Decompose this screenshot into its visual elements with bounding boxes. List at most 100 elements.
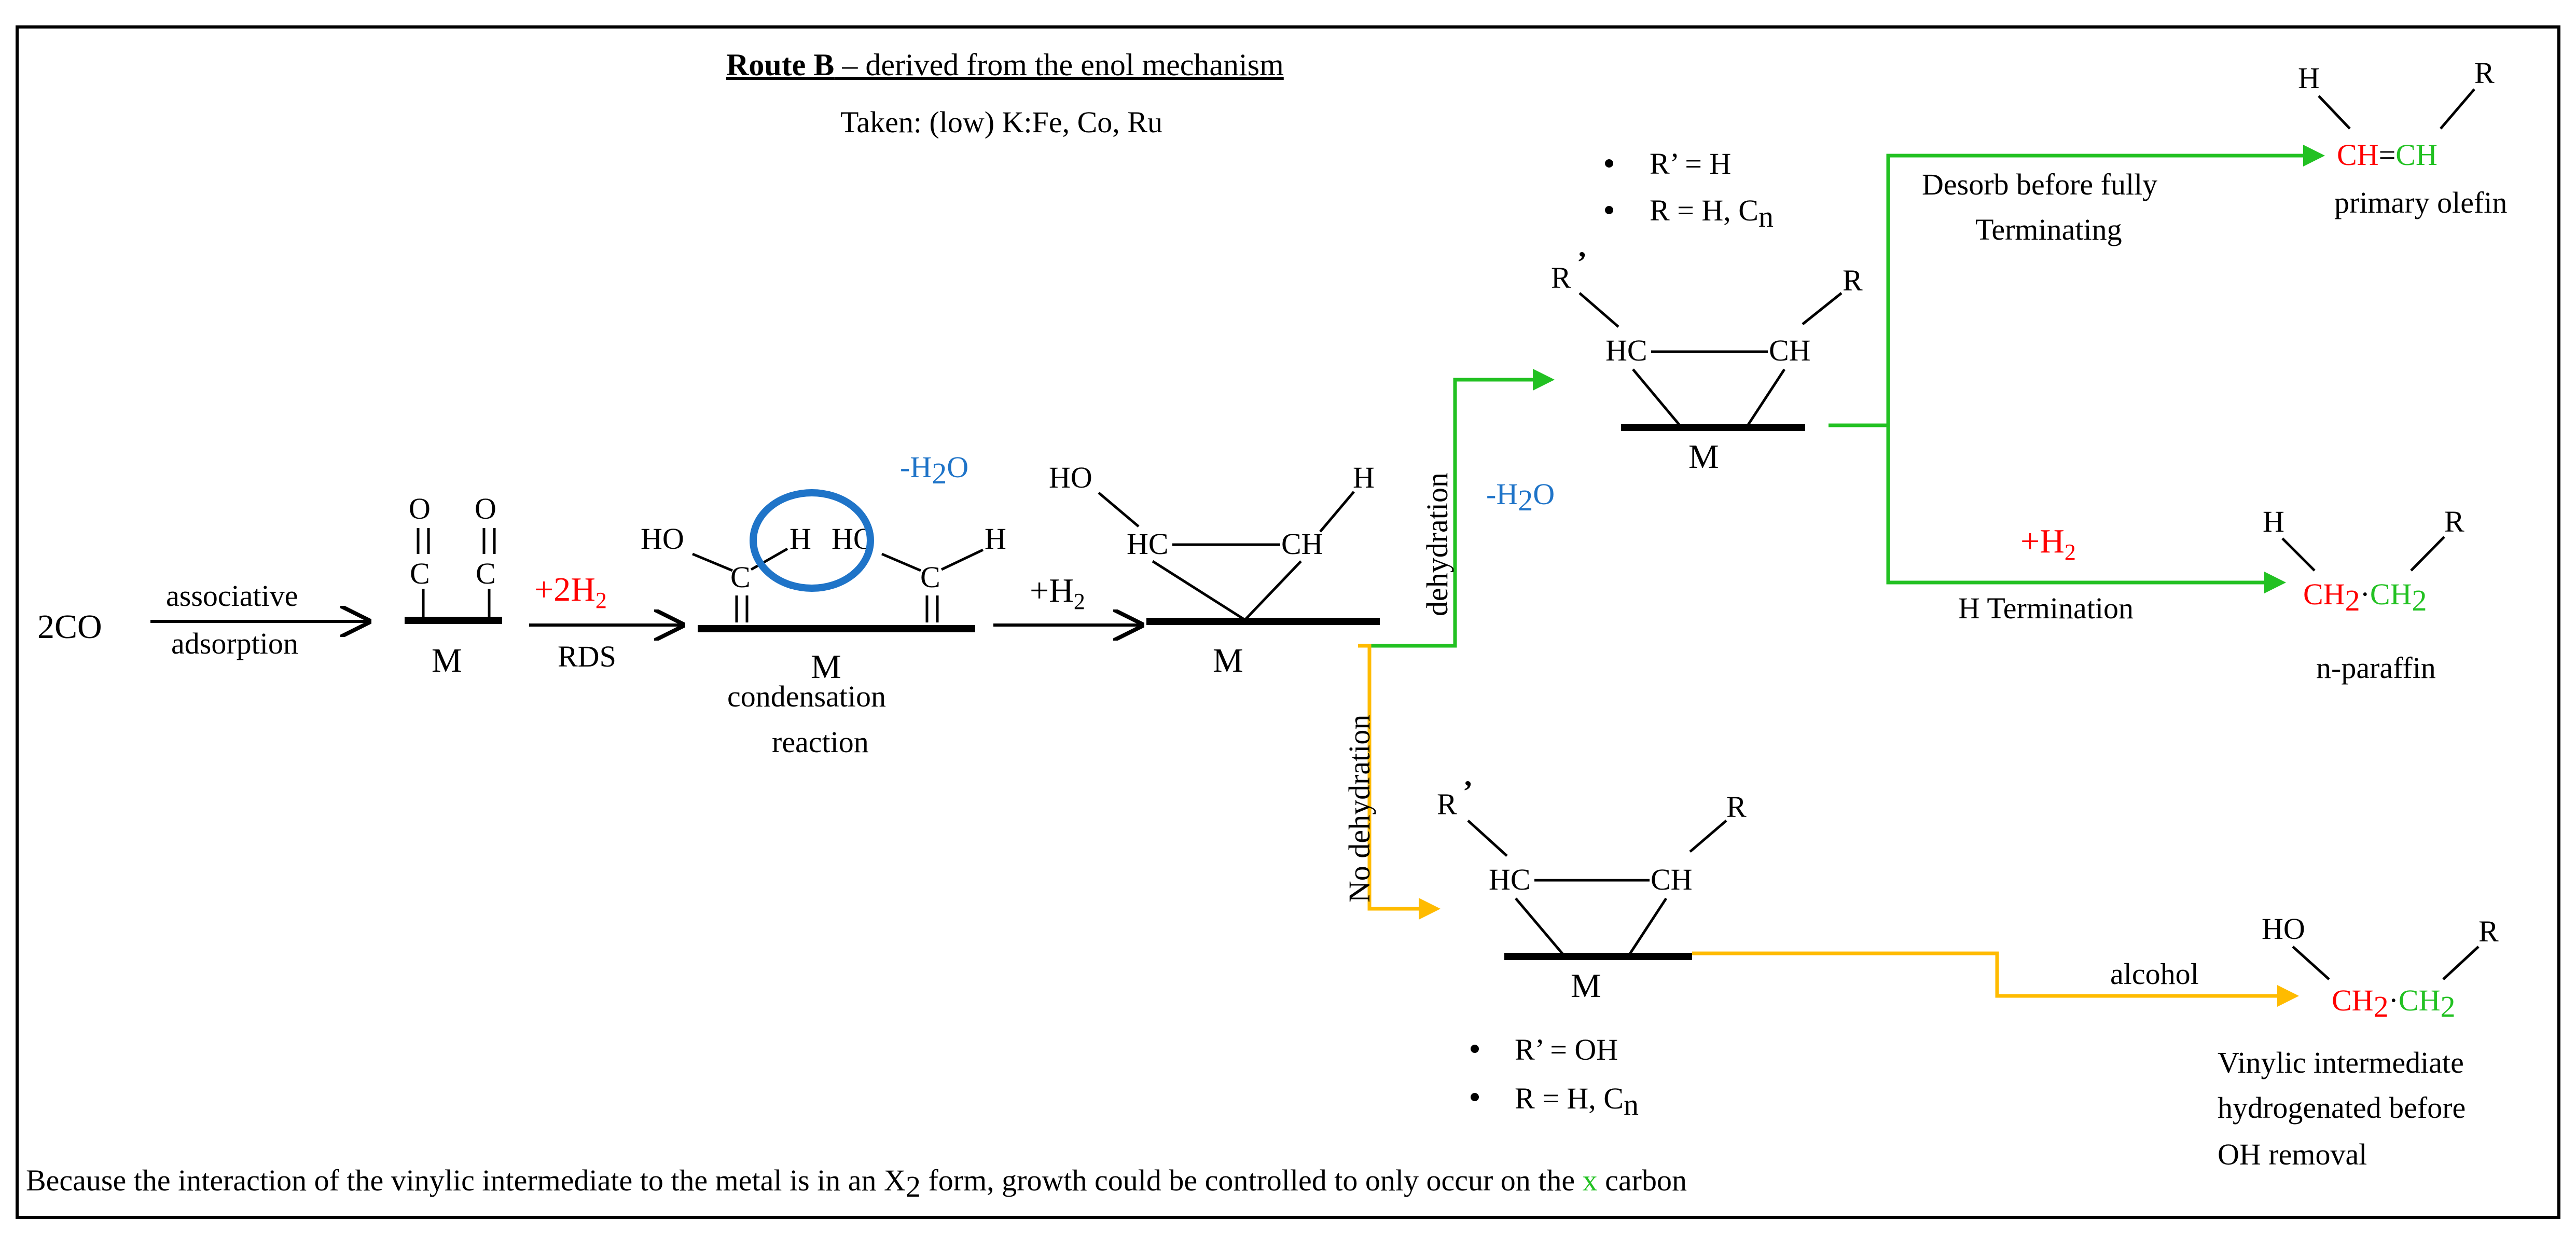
footer-part-2: form, growth could be controlled to only… — [921, 1163, 1583, 1197]
alcohol-bond-ch2-r — [2442, 946, 2480, 980]
alcohol-r: R — [2478, 914, 2499, 948]
bottom-vinyl-prime-mark: ’ — [1463, 774, 1473, 808]
int3-bond-ch-h — [1319, 491, 1355, 533]
alcohol-bond-ho-ch2 — [2292, 946, 2330, 980]
olefin-double-bond: = — [2379, 138, 2396, 172]
reaction-label: reaction — [772, 725, 869, 759]
int2-double-bond-right — [925, 595, 939, 622]
paraffin-formula: CH2·CH2 — [2303, 577, 2427, 617]
int3-ho: HO — [1049, 461, 1092, 494]
bottom-vinyl-ch: CH — [1651, 863, 1693, 896]
olefin-arrow — [1886, 145, 2325, 425]
top-vinyl-r-prime: R — [1551, 261, 1571, 295]
olefin-formula: CH=CH — [2337, 138, 2437, 172]
route-title-rest: – derived from the enol mechanism — [834, 48, 1283, 82]
int1-oxygen-left: O — [409, 492, 431, 525]
condensation-highlight-circle — [750, 489, 874, 592]
paraffin-h: H — [2263, 505, 2284, 538]
desorb-label-1: Desorb before fully — [1922, 168, 2157, 201]
alcohol-ch2-left-sub: 2 — [2374, 990, 2389, 1023]
paraffin-ch2-right-sub: 2 — [2412, 584, 2427, 617]
top-vinyl-bond-ch-r — [1802, 292, 1843, 325]
bottom-vinyl-bond-ch-m — [1627, 897, 1668, 956]
footer-x-carbon: x — [1583, 1163, 1598, 1197]
olefin-r: R — [2474, 56, 2495, 90]
alcohol-ho: HO — [2262, 912, 2305, 946]
top-vinyl-hc: HC — [1605, 334, 1647, 367]
int1-carbon-right: C — [476, 557, 496, 590]
int1-metal-label: M — [432, 642, 462, 680]
paraffin-reagent: +H2 — [2020, 522, 2076, 565]
bottom-vinyl-bond-ch-r — [1689, 820, 1727, 853]
top-vinyl-bond-ch-m — [1746, 368, 1786, 427]
route-title-bold: Route B — [726, 48, 834, 82]
int2-water-post: O — [947, 450, 968, 484]
paraffin-r: R — [2444, 505, 2464, 538]
note-bullet — [1471, 1093, 1479, 1101]
rds-label: RDS — [558, 640, 616, 673]
bottom-vinyl-bond-hc-m — [1515, 897, 1565, 956]
paraffin-name: n-paraffin — [2316, 651, 2436, 685]
dehydration-note-1: R’ = H — [1650, 147, 1731, 181]
bottom-vinyl-r-prime: R — [1437, 787, 1457, 821]
dehydration-note-2-main: R = H, C — [1650, 193, 1758, 227]
int3-h: H — [1353, 461, 1375, 494]
top-vinyl-bond-hc-m — [1632, 368, 1682, 427]
step2-reagent-main: +2H — [534, 571, 595, 608]
adsorption-label: adsorption — [171, 627, 298, 660]
footer-subscript: 2 — [906, 1170, 921, 1203]
dehydration-note-2-sub: n — [1758, 200, 1774, 233]
int3-ch: CH — [1281, 527, 1323, 561]
no-dehydration-label: No dehydration — [1342, 715, 1376, 903]
step3-reagent-sub: 2 — [1074, 589, 1085, 614]
note-bullet — [1471, 1045, 1479, 1053]
paraffin-bond-ch2-r — [2410, 536, 2445, 572]
olefin-bond-ch-r — [2440, 88, 2475, 130]
int1-oxygen-right: O — [475, 492, 496, 525]
top-vinyl-r: R — [1843, 264, 1863, 297]
int2-bond-c-h-right — [940, 548, 984, 571]
alcohol-ch2-left: CH — [2332, 983, 2374, 1017]
dehydration-water-post: O — [1533, 477, 1555, 511]
alcohol-caption-2: hydrogenated before — [2218, 1091, 2466, 1125]
int2-carbon-right: C — [920, 560, 940, 594]
int2-ho-left: HO — [641, 522, 684, 556]
note-bullet — [1605, 159, 1613, 168]
int3-bond-ch-m — [1244, 560, 1302, 621]
bottom-vinyl-bond-r-hc — [1467, 820, 1508, 857]
note-bullet — [1605, 206, 1613, 214]
route-title: Route B – derived from the enol mechanis… — [726, 48, 1284, 82]
top-vinyl-ch: CH — [1769, 334, 1811, 367]
condensation-label: condensation — [727, 680, 886, 713]
int2-h-mid: H — [790, 522, 811, 556]
no-dehydration-note-2-sub: n — [1624, 1088, 1639, 1121]
paraffin-bond-h-ch2 — [2281, 537, 2316, 572]
paraffin-reagent-sub: 2 — [2065, 539, 2076, 565]
int3-hc: HC — [1127, 527, 1169, 561]
alcohol-formula: CH2·CH2 — [2332, 983, 2455, 1023]
diagram-frame — [16, 25, 2560, 1219]
olefin-ch-right: CH — [2395, 138, 2437, 172]
dehydration-water-loss: -H2O — [1486, 477, 1555, 517]
footer-part-1: Because the interaction of the vinylic i… — [26, 1163, 906, 1197]
int3-metal-label: M — [1213, 642, 1243, 680]
reactant-2co: 2CO — [37, 608, 102, 646]
paraffin-ch2-right: CH — [2370, 577, 2412, 611]
paraffin-ch2-left: CH — [2303, 577, 2345, 611]
no-dehydration-note-1: R’ = OH — [1515, 1033, 1618, 1066]
olefin-bond-h-ch — [2318, 95, 2351, 130]
int1-double-bond-right — [482, 528, 496, 554]
olefin-h: H — [2298, 61, 2320, 95]
int2-h-right: H — [985, 522, 1006, 556]
top-vinyl-prime-mark: ’ — [1577, 245, 1587, 279]
desorb-label-2: Terminating — [1975, 213, 2122, 246]
associative-label: associative — [166, 579, 298, 613]
paraffin-arrow — [1886, 425, 2286, 593]
step2-reagent: +2H2 — [534, 571, 607, 613]
footer-part-3: carbon — [1598, 1163, 1687, 1197]
dehydration-note-2: R = H, Cn — [1650, 193, 1774, 233]
paraffin-ch2-left-sub: 2 — [2345, 584, 2360, 617]
int2-water-loss: -H2O — [900, 450, 968, 490]
paraffin-reagent-main: +H — [2020, 522, 2065, 560]
alcohol-ch2-right: CH — [2399, 983, 2441, 1017]
